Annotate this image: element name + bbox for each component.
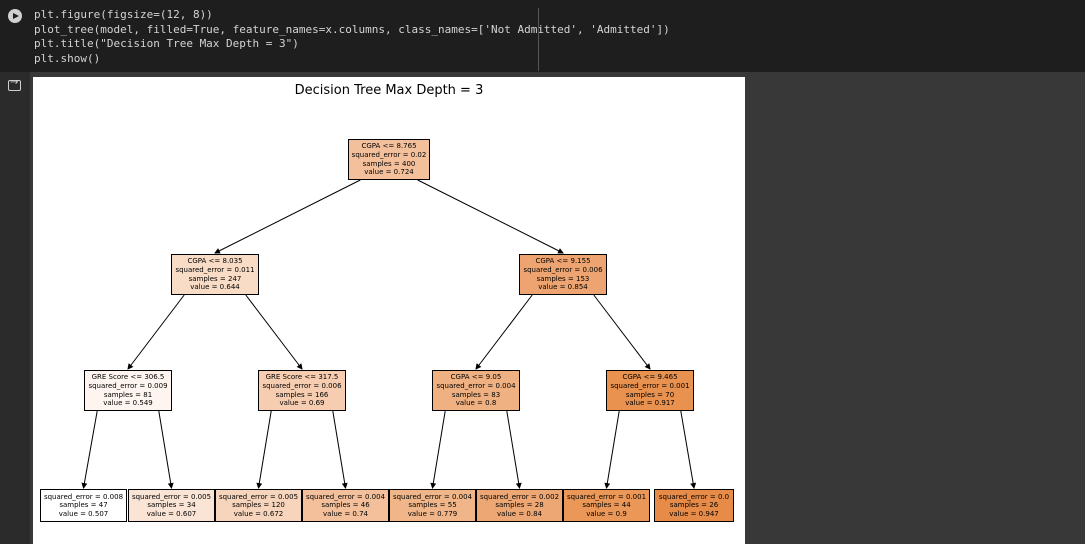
tree-node-line: CGPA <= 8.035 [187,257,243,266]
code-editor[interactable]: plt.figure(figsize=(12, 8)) plot_tree(mo… [34,8,670,66]
code-line-4: plt.show() [34,51,101,65]
tree-edge-lrl [256,410,272,489]
tree-node-line: samples = 166 [275,390,329,399]
tree-edge-rrr [680,410,697,489]
tree-node-line: samples = 26 [669,501,719,510]
tree-node-line: CGPA <= 8.765 [361,142,417,151]
figure-title: Decision Tree Max Depth = 3 [294,83,484,98]
tree-node-line: value = 0.84 [496,509,543,518]
code-line-2: plot_tree(model, filled=True, feature_na… [34,22,670,36]
tree-node-line: squared_error = 0.005 [218,492,299,501]
tree-node-line: samples = 70 [625,390,675,399]
tree-node-line: value = 0.644 [190,283,240,292]
tree-node-line: squared_error = 0.011 [175,265,255,274]
tree-edge-lr [245,294,303,370]
tree-node-line: CGPA <= 9.05 [450,373,502,382]
tree-node-line: GRE Score <= 317.5 [265,373,339,382]
tree-node-line: value = 0.724 [364,168,414,177]
tree-node-line: squared_error = 0.006 [262,381,342,390]
tree-node-line: samples = 44 [582,501,631,510]
code-line-3: plt.title("Decision Tree Max Depth = 3") [34,37,299,50]
tree-edge-rl [475,294,533,370]
tree-node-line: value = 0.9 [586,509,627,518]
tree-node-line: squared_error = 0.02 [351,150,427,159]
tree-node-line: squared_error = 0.001 [610,381,690,390]
tree-node-line: samples = 83 [451,390,501,399]
code-cell[interactable]: plt.figure(figsize=(12, 8)) plot_tree(mo… [0,0,1085,72]
output-gutter [0,72,30,544]
tree-node-line: samples = 55 [408,501,457,510]
tree-edge-rll [430,410,446,489]
tree-node-line: value = 0.74 [322,509,369,518]
code-line-1: plt.figure(figsize=(12, 8)) [34,8,213,21]
tree-node-line: squared_error = 0.006 [523,265,603,274]
tree-node-line: squared_error = 0.008 [43,492,124,501]
output-menu-icon[interactable] [8,77,21,91]
tree-node-line: samples = 120 [232,501,285,510]
tree-edge-lll [81,410,98,489]
tree-edge-lrr [332,410,348,489]
tree-node-line: value = 0.779 [407,509,458,518]
tree-edge-llr [158,410,174,489]
tree-node-line: squared_error = 0.004 [305,492,386,501]
tree-node-line: squared_error = 0.0 [658,492,730,501]
tree-edge-rlr [506,410,522,489]
tree-node-line: samples = 34 [147,501,196,510]
tree-node-line: value = 0.507 [58,509,109,518]
tree-node-line: squared_error = 0.004 [392,492,473,501]
tree-node-line: squared_error = 0.002 [479,492,560,501]
tree-edge-ll [127,294,185,370]
tree-node-line: value = 0.549 [103,399,153,408]
tree-node-line: samples = 47 [59,501,108,510]
tree-node-line: squared_error = 0.001 [566,492,647,501]
tree-edge-rr [593,294,651,370]
tree-node-line: value = 0.607 [146,509,197,518]
tree-node-line: samples = 81 [103,390,153,399]
tree-node-line: value = 0.672 [233,509,284,518]
tree-node-line: squared_error = 0.004 [436,381,516,390]
output-figure: Decision Tree Max Depth = 3 CGPA <= 8.76… [33,77,745,544]
tree-node-line: samples = 28 [495,501,544,510]
tree-edge-r [417,179,564,254]
tree-edge-rrl [604,410,620,489]
tree-node-line: value = 0.854 [538,283,588,292]
tree-node-line: samples = 247 [188,274,242,283]
tree-node-line: value = 0.69 [279,399,325,408]
tree-node-line: value = 0.947 [669,509,719,518]
tree-node-line: samples = 46 [321,501,370,510]
tree-node-line: value = 0.8 [455,399,497,408]
tree-node-line: CGPA <= 9.155 [535,257,591,266]
tree-node-line: GRE Score <= 306.5 [91,373,165,382]
run-cell-button[interactable] [8,9,22,23]
tree-node-line: samples = 400 [362,159,416,168]
editor-ruler [538,8,539,71]
tree-node-line: samples = 153 [536,274,590,283]
tree-node-line: CGPA <= 9.465 [622,373,678,382]
tree-edges [81,179,697,489]
tree-node-line: squared_error = 0.005 [131,492,212,501]
tree-node-line: squared_error = 0.009 [88,381,168,390]
tree-edge-l [214,179,361,254]
tree-node-line: value = 0.917 [625,399,675,408]
